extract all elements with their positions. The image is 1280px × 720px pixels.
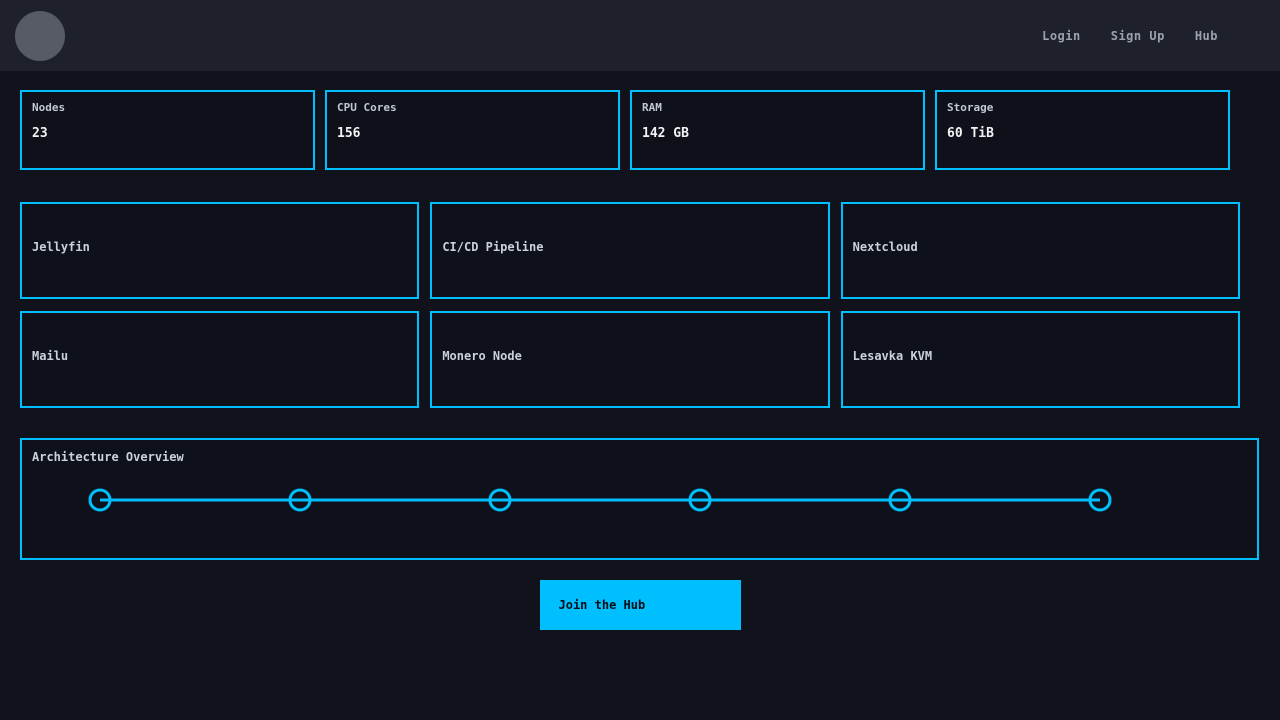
nav-link-signup[interactable]: Sign Up [1110,28,1165,43]
services-grid: Jellyfin CI/CD Pipeline Nextcloud Mailu … [20,202,1240,408]
stat-label: Nodes [32,101,66,114]
service-card-monero: Monero Node [430,311,830,408]
nav-link-hub[interactable]: Hub [1194,28,1218,43]
stat-card-ram: RAM 142 GB [630,90,925,170]
service-card-nextcloud: Nextcloud [840,202,1240,299]
stat-label: CPU Cores [337,101,397,114]
stat-card-nodes: Nodes 23 [20,90,315,170]
timeline-node-icon [488,488,512,512]
service-card-cicd: CI/CD Pipeline [430,202,830,299]
stat-label: RAM [642,101,662,114]
join-hub-button[interactable]: Join the Hub [539,580,741,630]
stat-card-cpu-cores: CPU Cores 156 [325,90,620,170]
stats-row: Nodes 23 CPU Cores 156 RAM 142 GB Storag… [20,90,1280,170]
stat-value: 142 GB [642,126,689,141]
stat-value: 23 [32,126,48,141]
stat-value: 60 TiB [947,126,994,141]
service-card-mailu: Mailu [20,311,420,408]
architecture-overview-panel: Architecture Overview [20,438,1259,560]
service-card-lesavka: Lesavka KVM [840,311,1240,408]
timeline-node-icon [888,488,912,512]
stat-value: 156 [337,126,361,141]
architecture-timeline-diagram [88,488,1112,512]
service-card-jellyfin: Jellyfin [20,202,420,299]
navbar: Login Sign Up Hub [0,0,1280,71]
architecture-overview-title: Architecture Overview [32,450,184,464]
timeline-node-icon [88,488,112,512]
timeline-node-icon [1088,488,1112,512]
logo-avatar[interactable] [15,10,65,61]
timeline-node-icon [688,488,712,512]
stat-label: Storage [947,101,994,114]
stat-card-storage: Storage 60 TiB [935,90,1230,170]
nav-link-login[interactable]: Login [1042,28,1081,43]
nav-links: Login Sign Up Hub [1042,29,1218,43]
timeline-node-icon [288,488,312,512]
